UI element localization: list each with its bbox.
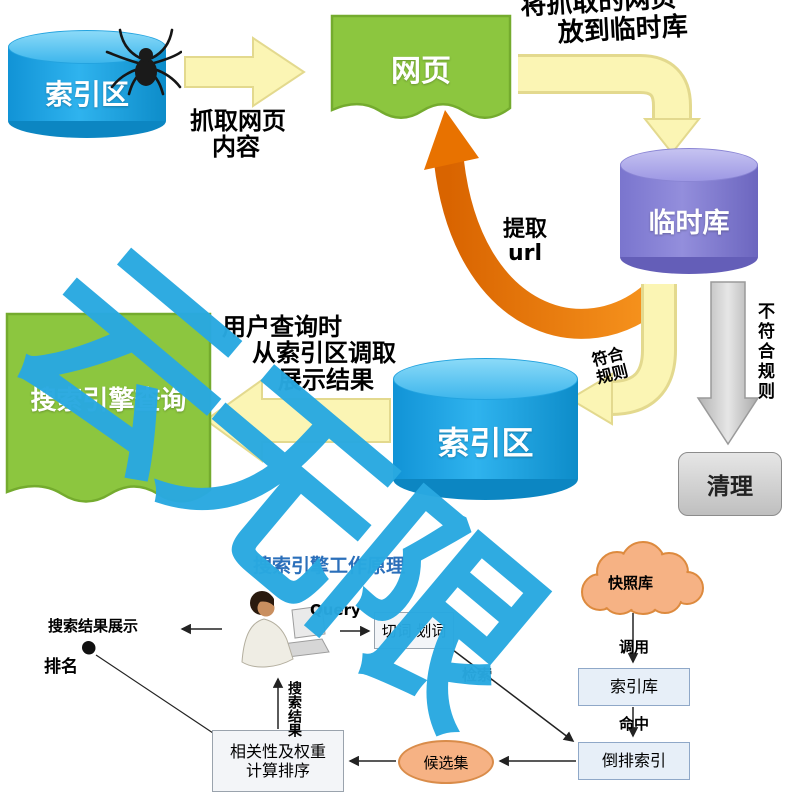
crawl-note: 抓取网页 内容 <box>190 108 286 161</box>
snapshot-cloud <box>581 541 704 615</box>
bullet-dot <box>82 641 95 654</box>
crawl-note-line1: 抓取网页 <box>190 107 286 135</box>
segment-box: 切词 划词 <box>374 612 454 649</box>
hit-label: 命中 <box>618 715 649 733</box>
bottom-title: 搜索引擎工作原理 <box>253 555 406 577</box>
no-match-arrow <box>696 281 760 446</box>
store-note: 将抓取的网页 放到临时库 <box>520 0 689 49</box>
crawl-arrow <box>184 36 306 108</box>
search-query-doc-shape <box>5 312 212 503</box>
search-query-label: 搜索引擎查询 <box>30 386 187 416</box>
query-note-line1: 用户查询时 <box>222 313 342 341</box>
query-note: 用户查询时 从索引区调取 展示结果 <box>222 313 396 394</box>
no-match-note: 不符合规则 <box>754 302 774 402</box>
snapshot-label: 快照库 <box>608 574 654 592</box>
clean-box: 清理 <box>678 452 782 516</box>
index-area-cylinder-top: 索引区 <box>8 30 166 138</box>
query-label: Query <box>310 601 361 619</box>
cylinder-top <box>620 148 758 182</box>
extract-url-arrow <box>424 110 665 339</box>
webpage-label: 网页 <box>391 54 451 89</box>
extract-note-line2: url <box>507 241 543 267</box>
query-note-line2: 从索引区调取 <box>252 339 396 368</box>
temp-db-label: 临时库 <box>648 207 730 239</box>
rank-label: 排名 <box>44 657 78 677</box>
user-at-computer-icon <box>241 591 330 668</box>
match-rule-arrow <box>568 284 677 426</box>
retrieve-label: 检索 <box>462 666 493 684</box>
rank-box: 相关性及权重 计算排序 <box>212 730 344 792</box>
spider-icon <box>105 28 182 96</box>
rank-box-line1: 相关性及权重 <box>229 741 326 761</box>
webpage-doc-shape <box>330 14 512 119</box>
result-label: 搜索结果 <box>286 681 302 737</box>
extract-note-line1: 提取 <box>503 217 548 242</box>
crawl-note-line2: 内容 <box>212 133 260 162</box>
query-note-line3: 展示结果 <box>278 365 374 394</box>
webpage-doc: 网页 <box>330 14 512 130</box>
query-arrow <box>204 378 391 463</box>
inverted-index-box: 倒排索引 <box>578 742 690 780</box>
temp-db-cylinder: 临时库 <box>620 148 758 274</box>
index-db-label: 索引区 <box>437 423 534 462</box>
extract-note: 提取 url <box>503 217 548 267</box>
store-arrow <box>518 54 702 155</box>
rank-box-line2: 计算排序 <box>245 761 310 780</box>
search-query-doc: 搜索引擎查询 <box>5 312 212 514</box>
serp-label: 搜索结果展示 <box>48 617 139 635</box>
index-store-box: 索引库 <box>578 668 690 706</box>
index-area-cylinder-mid: 索引区 <box>393 358 578 500</box>
rank-box-text: 相关性及权重 计算排序 <box>230 742 326 780</box>
cylinder-top <box>393 358 578 400</box>
bottom-connectors <box>95 613 639 767</box>
invoke-label: 调用 <box>618 638 649 656</box>
candidate-set-ellipse: 候选集 <box>398 740 494 784</box>
